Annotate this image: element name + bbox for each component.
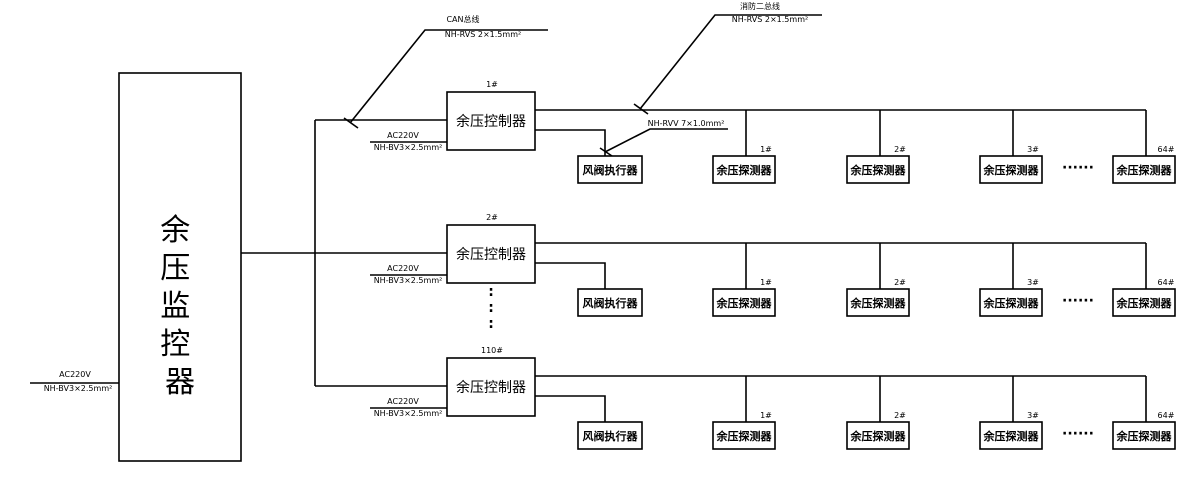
fire-bus-leader: [639, 14, 822, 110]
controller-id-label: 2#: [486, 213, 498, 222]
detector-box: [712, 155, 776, 184]
controller-label: 余压控制器: [456, 379, 526, 396]
detector-box: [846, 421, 910, 450]
detector-box: [712, 421, 776, 450]
detector-id-label: 2#: [894, 411, 906, 420]
detector-label: 余压探测器: [1116, 296, 1173, 310]
can-bus-cable: NH-RVS 2×1.5mm²: [445, 30, 521, 39]
actuator-link: [535, 129, 606, 156]
actuator-cable-label: NH-RVV 7×1.0mm²: [648, 119, 725, 128]
actuator-label: 风阀执行器: [583, 163, 639, 177]
detector-id-label: 64#: [1158, 411, 1175, 420]
actuator-box: [577, 421, 643, 450]
main-power-cable: NH-BV3×2.5mm²: [44, 384, 113, 393]
detector-box: [846, 288, 910, 317]
detector-box: [846, 155, 910, 184]
actuator-cable-tick: [599, 147, 613, 157]
horizontal-ellipsis: ······: [1062, 160, 1094, 176]
actuator-cable-leader: [604, 128, 728, 153]
detector-id-label: 1#: [760, 278, 772, 287]
horizontal-ellipsis: ······: [1062, 293, 1094, 309]
controller-box: [446, 357, 536, 417]
controller-power-cable: NH-BV3×2.5mm²: [374, 143, 443, 152]
vertical-ellipsis-2: :: [488, 300, 494, 316]
can-bus-leader: [349, 29, 548, 124]
vertical-ellipsis: :: [488, 284, 494, 300]
vertical-ellipsis-3: :: [488, 316, 494, 332]
detector-id-label: 3#: [1027, 278, 1039, 287]
detector-label: 余压探测器: [1116, 163, 1173, 177]
detector-label: 余压探测器: [716, 429, 773, 443]
detector-box: [1112, 421, 1176, 450]
detector-label: 余压探测器: [850, 296, 907, 310]
can-bus-name: CAN总线: [446, 14, 479, 24]
detector-id-label: 64#: [1158, 145, 1175, 154]
detector-box: [1112, 288, 1176, 317]
detector-box: [979, 288, 1043, 317]
detector-label: 余压探测器: [1116, 429, 1173, 443]
controller-box: [446, 91, 536, 151]
can-bus-tick: [343, 117, 359, 129]
detector-id-label: 2#: [894, 278, 906, 287]
actuator-box: [577, 288, 643, 317]
actuator-label: 风阀执行器: [583, 296, 639, 310]
controller-label: 余压控制器: [456, 246, 526, 263]
controller-id-label: 110#: [481, 346, 503, 355]
detector-id-label: 3#: [1027, 411, 1039, 420]
detector-label: 余压探测器: [983, 296, 1040, 310]
controller-box: [446, 224, 536, 284]
groups-layer: 1# 余压控制器 AC220V NH-BV3×2.5mm² 风阀执行器 1# 余压探测器 2#…: [370, 80, 1176, 450]
detector-box: [979, 155, 1043, 184]
controller-label: 余压控制器: [456, 113, 526, 130]
detector-box: [979, 421, 1043, 450]
actuator-link: [535, 262, 606, 289]
detector-id-label: 1#: [760, 411, 772, 420]
fire-bus-name: 消防二总线: [740, 1, 780, 11]
detector-label: 余压探测器: [983, 163, 1040, 177]
detector-label: 余压探测器: [850, 163, 907, 177]
detector-box: [1112, 155, 1176, 184]
detector-id-label: 2#: [894, 145, 906, 154]
monitor-label: 余 压 监 控 器: [160, 213, 200, 400]
detector-id-label: 1#: [760, 145, 772, 154]
detector-label: 余压探测器: [716, 163, 773, 177]
main-power-voltage: AC220V: [59, 370, 91, 379]
detector-id-label: 3#: [1027, 145, 1039, 154]
actuator-link: [535, 395, 606, 422]
controller-power-voltage: AC220V: [387, 264, 419, 273]
controller-id-label: 1#: [486, 80, 498, 89]
detector-id-label: 64#: [1158, 278, 1175, 287]
controller-power-voltage: AC220V: [387, 131, 419, 140]
controller-power-voltage: AC220V: [387, 397, 419, 406]
actuator-box: [577, 155, 643, 184]
fire-bus-tick: [633, 103, 649, 115]
detector-box: [712, 288, 776, 317]
controller-power-cable: NH-BV3×2.5mm²: [374, 276, 443, 285]
detector-label: 余压探测器: [983, 429, 1040, 443]
actuator-label: 风阀执行器: [583, 429, 639, 443]
detector-label: 余压探测器: [850, 429, 907, 443]
fire-bus-cable: NH-RVS 2×1.5mm²: [732, 15, 808, 24]
horizontal-ellipsis: ······: [1062, 426, 1094, 442]
controller-power-cable: NH-BV3×2.5mm²: [374, 409, 443, 418]
monitor-box: [118, 72, 242, 462]
detector-label: 余压探测器: [716, 296, 773, 310]
